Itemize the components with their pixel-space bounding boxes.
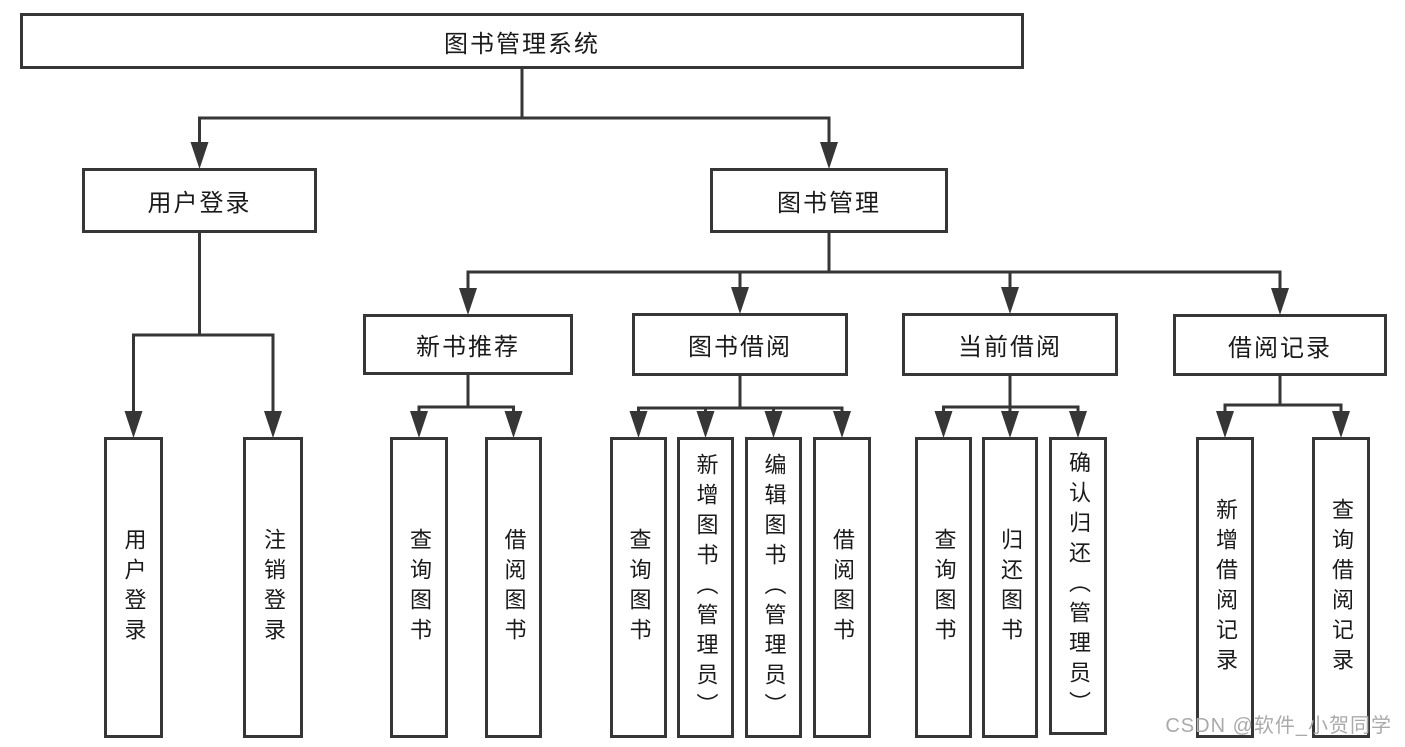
node-label-leaf-user-login: 用户登录 [121, 527, 147, 648]
node-leaf-borrow-books-2: 借阅图书 [813, 437, 871, 738]
node-label-leaf-edit-books: 编辑图书（管理员） [761, 452, 787, 723]
arrowhead-book-borrowing [731, 287, 749, 314]
node-label-leaf-add-borrow-record: 新增借阅记录 [1213, 497, 1238, 678]
arrowhead-new-book-recommend [459, 288, 477, 315]
arrowhead-leaf-query-books-1 [410, 411, 428, 438]
arrowhead-borrowing-records [1271, 288, 1289, 315]
node-leaf-query-books-2: 查询图书 [610, 437, 667, 738]
node-leaf-add-borrow-record: 新增借阅记录 [1196, 437, 1254, 738]
node-leaf-return-books: 归还图书 [982, 437, 1038, 738]
arrowhead-current-borrowing [1001, 287, 1019, 314]
node-label-leaf-confirm-return: 确认归还（管理员） [1066, 451, 1091, 721]
node-label-root: 图书管理系统 [444, 30, 600, 58]
arrowhead-leaf-query-books-2 [629, 411, 648, 438]
node-leaf-user-login: 用户登录 [104, 437, 163, 738]
node-leaf-query-borrow-record: 查询借阅记录 [1312, 437, 1370, 738]
arrowhead-leaf-logout [264, 411, 282, 438]
connector-book-management [466, 233, 1282, 296]
arrowhead-leaf-return-books [1001, 411, 1019, 438]
node-label-leaf-borrow-books-2: 借阅图书 [830, 527, 855, 648]
node-book-management: 图书管理 [710, 168, 948, 233]
node-label-leaf-query-books-1: 查询图书 [407, 527, 432, 648]
node-label-leaf-query-books-3: 查询图书 [931, 527, 957, 648]
node-borrowing-records: 借阅记录 [1173, 314, 1387, 376]
arrowhead-leaf-add-books [696, 411, 715, 438]
connector-user-login-branch [132, 233, 275, 419]
arrowhead-leaf-confirm-return [1069, 411, 1087, 438]
node-label-book-management: 图书管理 [777, 190, 881, 217]
connector-new-book-recommend [417, 375, 515, 419]
arrowhead-leaf-borrow-books-1 [504, 411, 523, 438]
node-label-leaf-return-books: 归还图书 [998, 527, 1023, 648]
arrowhead-leaf-add-borrow-record [1216, 411, 1234, 438]
node-leaf-borrow-books-1: 借阅图书 [485, 437, 542, 738]
node-label-leaf-add-books: 新增图书（管理员） [693, 452, 719, 723]
node-user-login-branch: 用户登录 [82, 168, 317, 233]
arrowhead-leaf-borrow-books-2 [833, 411, 851, 438]
node-current-borrowing: 当前借阅 [902, 313, 1118, 376]
node-label-leaf-logout: 注销登录 [261, 527, 286, 648]
arrowhead-leaf-user-login [124, 411, 143, 438]
node-book-borrowing: 图书借阅 [632, 313, 848, 376]
node-label-user-login-branch: 用户登录 [147, 190, 252, 217]
node-label-leaf-query-books-2: 查询图书 [626, 527, 652, 648]
node-new-book-recommend: 新书推荐 [363, 314, 573, 375]
connector-root [198, 69, 831, 150]
node-leaf-logout: 注销登录 [243, 437, 303, 738]
node-label-leaf-borrow-books-1: 借阅图书 [501, 527, 527, 648]
node-leaf-confirm-return: 确认归还（管理员） [1049, 437, 1107, 735]
arrowhead-user-login-branch [190, 142, 209, 169]
node-leaf-edit-books: 编辑图书（管理员） [745, 437, 802, 738]
node-label-current-borrowing: 当前借阅 [958, 334, 1062, 361]
node-label-book-borrowing: 图书借阅 [688, 334, 792, 361]
arrowhead-leaf-edit-books [764, 411, 783, 438]
node-root: 图书管理系统 [20, 13, 1024, 69]
node-leaf-query-books-1: 查询图书 [390, 437, 448, 738]
node-leaf-add-books: 新增图书（管理员） [677, 437, 734, 738]
arrowhead-book-management [820, 142, 838, 169]
connector-borrowing-records [1223, 376, 1343, 419]
arrowhead-leaf-query-borrow-record [1332, 411, 1350, 438]
arrowhead-leaf-query-books-3 [934, 411, 953, 438]
node-label-leaf-query-borrow-record: 查询借阅记录 [1329, 497, 1354, 678]
node-leaf-query-books-3: 查询图书 [915, 437, 972, 738]
watermark-text: CSDN @软件_小贺同学 [1165, 715, 1392, 737]
node-label-borrowing-records: 借阅记录 [1228, 334, 1332, 362]
node-label-new-book-recommend: 新书推荐 [416, 334, 520, 361]
